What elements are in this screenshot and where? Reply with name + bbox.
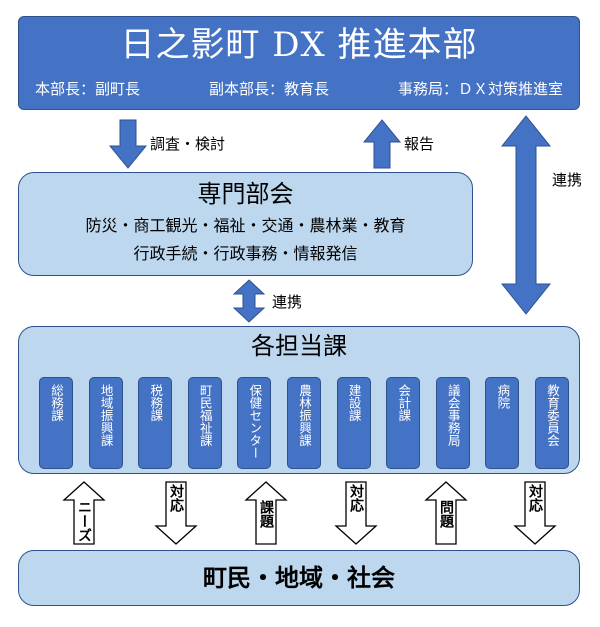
hq-chief: 本部長：副町長 xyxy=(35,80,141,98)
outline-down-arrow xyxy=(513,481,557,545)
citizens-title: 町民・地域・社会 xyxy=(203,564,395,592)
senmon-title: 専門部会 xyxy=(197,180,294,208)
coop-double-arrow-mid xyxy=(232,279,266,323)
senmon-fields-1: 防災・商工観光・福祉・交通・農林業・教育 xyxy=(85,216,406,235)
survey-label: 調査・検討 xyxy=(150,135,226,153)
department-box: 町民福祉課 xyxy=(187,377,222,469)
flow-label: 問題 xyxy=(438,500,454,528)
department-box: 病院 xyxy=(485,377,520,469)
department-list: 総務課地域振興課税務課町民福祉課保健センター農林振興課建設課会計課議会事務局病院… xyxy=(39,377,569,469)
outline-down-arrow xyxy=(334,481,378,545)
department-box: 建設課 xyxy=(336,377,371,469)
outline-up-arrow xyxy=(244,481,288,545)
hq-box: 日之影町 DX 推進本部 本部長：副町長 副本部長：教育長 事務局：ＤＸ対策推進… xyxy=(18,16,580,110)
department-box: 税務課 xyxy=(138,377,173,469)
departments-title: 各担当課 xyxy=(251,332,347,360)
hq-title: 日之影町 DX 推進本部 xyxy=(120,25,478,65)
department-box: 地域振興課 xyxy=(88,377,123,469)
flow-label: 課題 xyxy=(258,500,274,528)
flow-label: 対応 xyxy=(348,484,364,512)
hq-members: 本部長：副町長 副本部長：教育長 事務局：ＤＸ対策推進室 xyxy=(35,79,563,99)
department-box: 教育委員会 xyxy=(535,377,569,469)
department-box: 総務課 xyxy=(39,377,73,469)
department-box: 会計課 xyxy=(386,377,421,469)
flow-label: 対応 xyxy=(168,484,184,512)
outline-up-arrow xyxy=(62,481,106,545)
departments-box: 各担当課 総務課地域振興課税務課町民福祉課保健センター農林振興課建設課会計課議会… xyxy=(18,326,580,474)
department-box: 保健センター xyxy=(237,377,272,469)
department-box: 農林振興課 xyxy=(287,377,321,469)
senmon-fields-2: 行政手続・行政事務・情報発信 xyxy=(133,244,358,263)
report-label: 報告 xyxy=(404,135,435,153)
hq-vice-chief: 副本部長：教育長 xyxy=(208,80,329,98)
flow-label: 対応 xyxy=(527,484,543,512)
report-up-arrow xyxy=(362,119,402,169)
coop-right-label: 連携 xyxy=(552,171,583,189)
outline-up-arrow xyxy=(424,481,468,545)
citizens-box: 町民・地域・社会 xyxy=(18,550,580,606)
flow-label: ニーズ xyxy=(76,500,92,542)
department-box: 議会事務局 xyxy=(435,377,470,469)
survey-down-arrow xyxy=(108,119,148,169)
senmon-bukai-box: 専門部会 防災・商工観光・福祉・交通・農林業・教育 行政手続・行政事務・情報発信 xyxy=(18,172,473,276)
outline-down-arrow xyxy=(154,481,198,545)
coop-double-arrow-right xyxy=(500,115,552,315)
hq-secretariat: 事務局：ＤＸ対策推進室 xyxy=(397,80,563,98)
coop-mid-label: 連携 xyxy=(272,293,303,311)
